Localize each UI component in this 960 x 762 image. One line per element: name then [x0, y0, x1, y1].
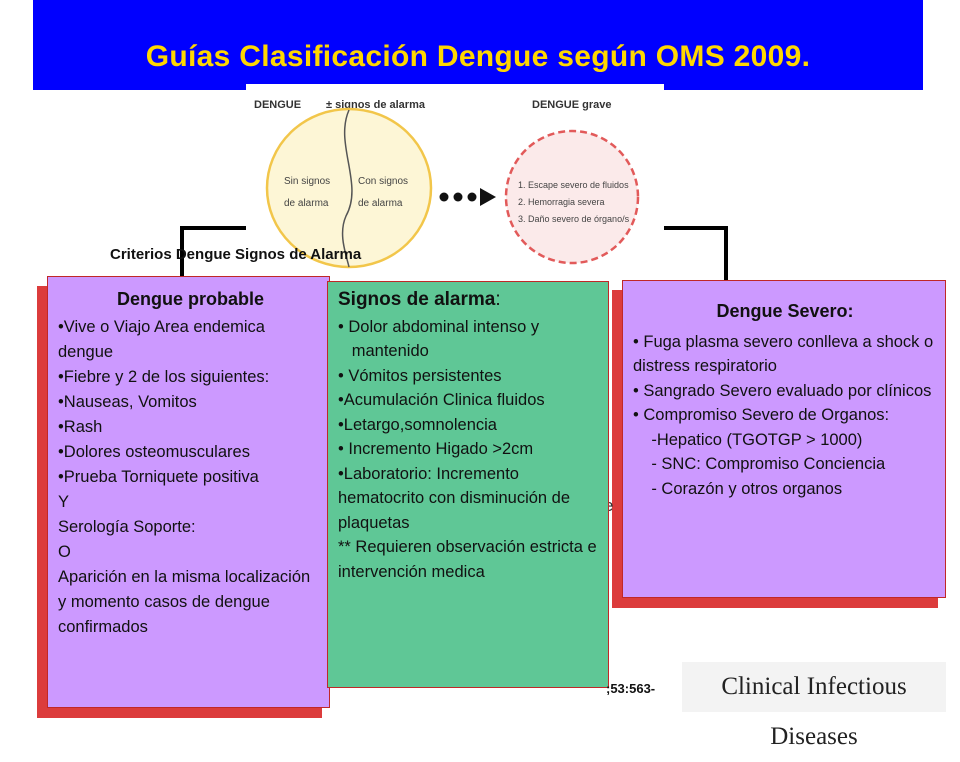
- probable-line-8: Serología Soporte:: [58, 518, 196, 536]
- connector-line-left-horizontal: [180, 226, 260, 230]
- diagram-heading-dengue: DENGUE: [254, 99, 301, 111]
- severe-dengue-box: Dengue Severo: • Fuga plasma severo conl…: [622, 280, 946, 598]
- arrow-dot-2: [453, 192, 463, 202]
- alarm-line-8: ** Requieren observación estricta e inte…: [338, 538, 597, 581]
- probable-dengue-title: Dengue probable: [116, 289, 264, 309]
- connector-line-left-vertical: [180, 226, 184, 281]
- severe-item-2: 2. Hemorragia severa: [518, 197, 605, 207]
- probable-line-5: •Dolores osteomusculares: [58, 443, 250, 461]
- severe-line-5: - SNC: Compromiso Conciencia: [633, 455, 886, 473]
- no-alarm-signs-label-1: Sin signos: [284, 176, 330, 187]
- probable-dengue-box: Dengue probable •Vive o Viajo Area endem…: [47, 276, 330, 708]
- with-alarm-signs-label-1: Con signos: [358, 176, 408, 187]
- probable-line-9: O: [58, 543, 71, 561]
- probable-line-7: Y: [58, 493, 70, 511]
- arrow-dot-1: [439, 192, 449, 202]
- page-title: Guías Clasificación Dengue según OMS 200…: [145, 40, 811, 73]
- dengue-circle-divider: [341, 109, 353, 268]
- alarm-signs-box: Signos de alarma: • Dolor abdominal inte…: [327, 281, 609, 688]
- criteria-label: Criterios Dengue Signos de Alarma: [110, 246, 362, 263]
- who-classification-diagram: DENGUE ± signos de alarma DENGUE grave S…: [246, 84, 664, 270]
- severe-dengue-title: Dengue Severo:: [716, 301, 854, 321]
- severe-line-6: - Corazón y otros organos: [633, 479, 843, 498]
- severe-item-1: 1. Escape severo de fluidos: [518, 180, 629, 190]
- severe-line-2: • Sangrado Severo evaluado por clínicos: [633, 381, 932, 400]
- title-bar: [33, 0, 923, 90]
- alarm-signs-title-colon: :: [495, 289, 501, 310]
- severe-dengue-circle: [504, 129, 640, 265]
- alarm-line-4: •Acumulación Clinica fluidos: [338, 391, 545, 409]
- alarm-signs-title: Signos de alarma:: [338, 288, 602, 313]
- probable-line-6: •Prueba Torniquete positiva: [58, 468, 259, 486]
- no-alarm-signs-label-2: de alarma: [284, 198, 329, 209]
- probable-line-2: •Fiebre y 2 de los siguientes:: [58, 368, 270, 386]
- probable-line-1: •Vive o Viajo Area endemica dengue: [58, 318, 265, 361]
- alarm-line-6: • Incremento Higado >2cm: [338, 440, 534, 458]
- alarm-line-7: •Laboratorio: Incremento hematocrito con…: [338, 464, 571, 532]
- probable-line-10: Aparición en la misma localización y mom…: [58, 568, 311, 636]
- severe-line-3: • Compromiso Severo de Organos:: [633, 406, 890, 424]
- alarm-line-1: • Dolor abdominal intenso y: [338, 317, 540, 336]
- with-alarm-signs-label-2: de alarma: [358, 198, 403, 209]
- severe-item-3: 3. Daño severo de órgano/s: [518, 214, 630, 224]
- alarm-line-3: • Vómitos persistentes: [338, 366, 502, 385]
- arrow-dot-3: [467, 192, 477, 202]
- severe-line-1: • Fuga plasma severo conlleva a shock o …: [633, 332, 934, 376]
- journal-logo: Clinical Infectious Diseases: [682, 662, 946, 750]
- connector-line-right-vertical: [724, 226, 728, 281]
- connector-line-right-horizontal: [664, 226, 728, 230]
- arrow-head: [480, 188, 496, 206]
- alarm-signs-title-text: Signos de alarma: [338, 289, 496, 310]
- probable-line-3: •Nauseas, Vomitos: [58, 393, 197, 411]
- reference-citation: ;53:563-: [606, 681, 656, 696]
- severe-line-4: -Hepatico (TGOTGP > 1000): [633, 430, 863, 449]
- diagram-heading-severe: DENGUE grave: [532, 99, 611, 111]
- alarm-line-5: •Letargo,somnolencia: [338, 415, 497, 434]
- dengue-circle: [265, 107, 433, 269]
- probable-line-4: •Rash: [58, 418, 103, 436]
- alarm-line-2: mantenido: [338, 342, 429, 360]
